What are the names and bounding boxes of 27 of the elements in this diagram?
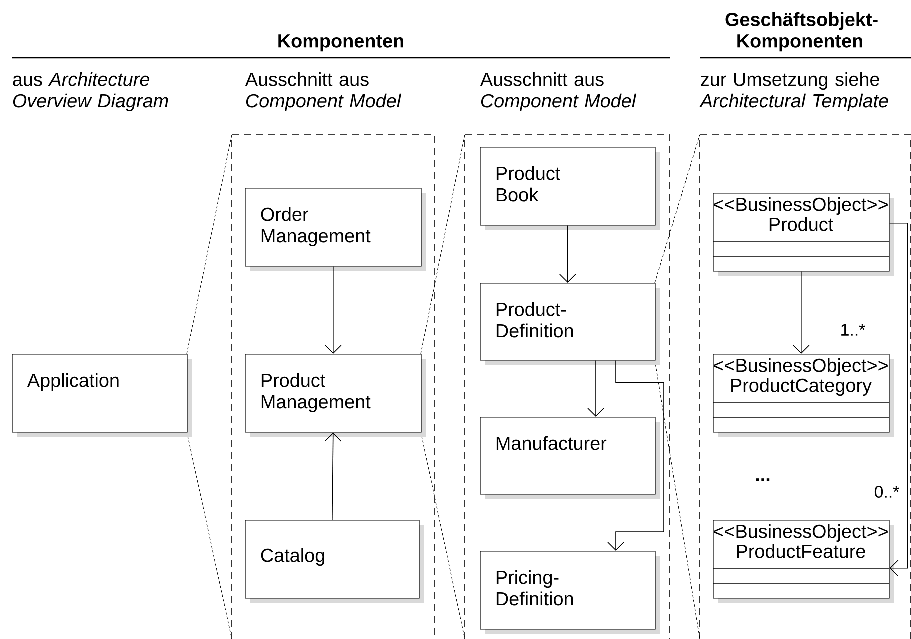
column-note: Ausschnitt aus Component Model (245, 72, 402, 112)
arrow (793, 271, 810, 354)
component-box: Pricing-Definition (480, 551, 660, 634)
column-note: zur Umsetzung siehe Architectural Template (699, 72, 888, 112)
class-box: <<BusinessObject>> ProductFeature (712, 520, 894, 603)
component-box: Product Management (245, 354, 426, 437)
class-box: <<BusinessObject>> ProductCategory (712, 354, 894, 437)
arrow (608, 360, 664, 551)
section-heading: Geschäftsobjekt- Komponenten (726, 12, 878, 52)
section-heading: Komponenten (278, 34, 404, 52)
class-box: <<BusinessObject>> Product (712, 193, 894, 276)
ellipsis: ... (756, 478, 770, 482)
arrow (588, 360, 604, 417)
arrow (889, 223, 908, 577)
component-box: Product-Definition (480, 283, 660, 365)
arrow (325, 266, 342, 354)
arrow (560, 225, 576, 283)
component-box: Order Management (245, 188, 426, 271)
column-note: Ausschnitt aus Component Model (480, 72, 637, 112)
multiplicity-label: 1..* (842, 324, 866, 336)
component-box: Application (12, 354, 192, 437)
column-note: aus Architecture Overview Diagram (13, 72, 168, 112)
component-box: Catalog (245, 520, 424, 603)
multiplicity-label: 0..* (874, 486, 900, 498)
arrow (324, 432, 342, 520)
component-box: Product Book (480, 147, 660, 230)
component-box: Manufacturer (480, 417, 660, 499)
